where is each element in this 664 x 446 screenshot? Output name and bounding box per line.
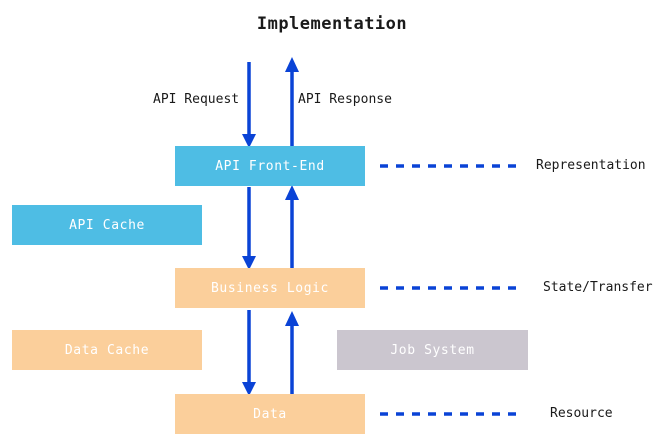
box-business-logic[interactable]: Business Logic <box>175 268 365 308</box>
box-data-cache[interactable]: Data Cache <box>12 330 202 370</box>
flow-label-api-response: API Response <box>298 92 392 107</box>
arrow-api-request <box>242 62 256 148</box>
box-api-front-end[interactable]: API Front-End <box>175 146 365 186</box>
box-label: API Cache <box>69 217 145 233</box>
arrow-logic-to-data <box>242 310 256 396</box>
side-label-state-transfer: State/Transfer <box>543 280 653 295</box>
page-title: Implementation <box>256 14 408 34</box>
box-job-system[interactable]: Job System <box>337 330 528 370</box>
box-label: Business Logic <box>211 280 329 296</box>
arrow-frontend-to-logic <box>242 187 256 270</box>
box-api-cache[interactable]: API Cache <box>12 205 202 245</box>
flow-label-api-request: API Request <box>153 92 240 107</box>
side-label-representation: Representation <box>536 158 646 173</box>
box-label: Job System <box>390 342 475 358</box>
side-label-resource: Resource <box>550 406 613 421</box>
box-data[interactable]: Data <box>175 394 365 434</box>
box-label: Data <box>253 406 287 422</box>
box-label: API Front-End <box>215 158 325 174</box>
arrow-api-response <box>285 57 299 146</box>
box-label: Data Cache <box>64 342 150 358</box>
